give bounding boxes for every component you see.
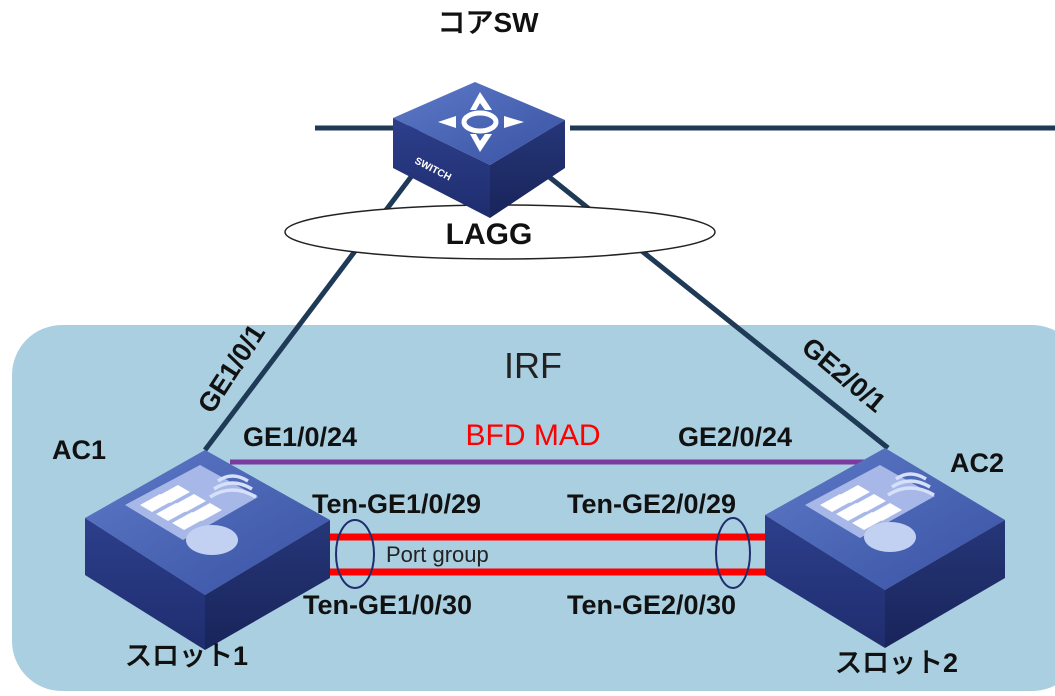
ac2-keypad-icon [820,485,902,530]
port-group-right-ellipse [715,517,751,589]
switch-arrows-icon [438,92,524,152]
port-group-label: Port group [386,542,489,567]
core-switch-icon: SWITCH [393,82,565,218]
ac2-wifi-icon [887,472,935,497]
port-group-left-ellipse [335,519,375,589]
ten-ge2-0-30-label: Ten-GE2/0/30 [567,590,736,620]
ac1-keypad-icon [140,485,222,530]
ten-ge1-0-29-label: Ten-GE1/0/29 [312,489,481,519]
ten-ge1-0-30-label: Ten-GE1/0/30 [303,590,472,620]
ac2-device-icon [765,448,1005,648]
irf-label: IRF [504,345,562,386]
bfd-mad-label: BFD MAD [466,419,601,452]
slot2-label: スロット2 [835,648,958,678]
lagg-label: LAGG [446,218,533,251]
ac1-device-icon [85,450,330,650]
ten-ge2-0-29-label: Ten-GE2/0/29 [567,489,736,519]
core-switch-label: コアSW [437,7,539,38]
ge2-0-24-label: GE2/0/24 [678,422,792,452]
ac2-round-button [864,522,916,552]
slot1-label: スロット1 [125,641,248,671]
ac1-round-button [186,525,238,555]
ac1-label: AC1 [52,435,106,465]
ac1-wifi-icon [209,474,257,499]
ac2-label: AC2 [950,448,1004,478]
ge1-0-24-label: GE1/0/24 [243,422,357,452]
